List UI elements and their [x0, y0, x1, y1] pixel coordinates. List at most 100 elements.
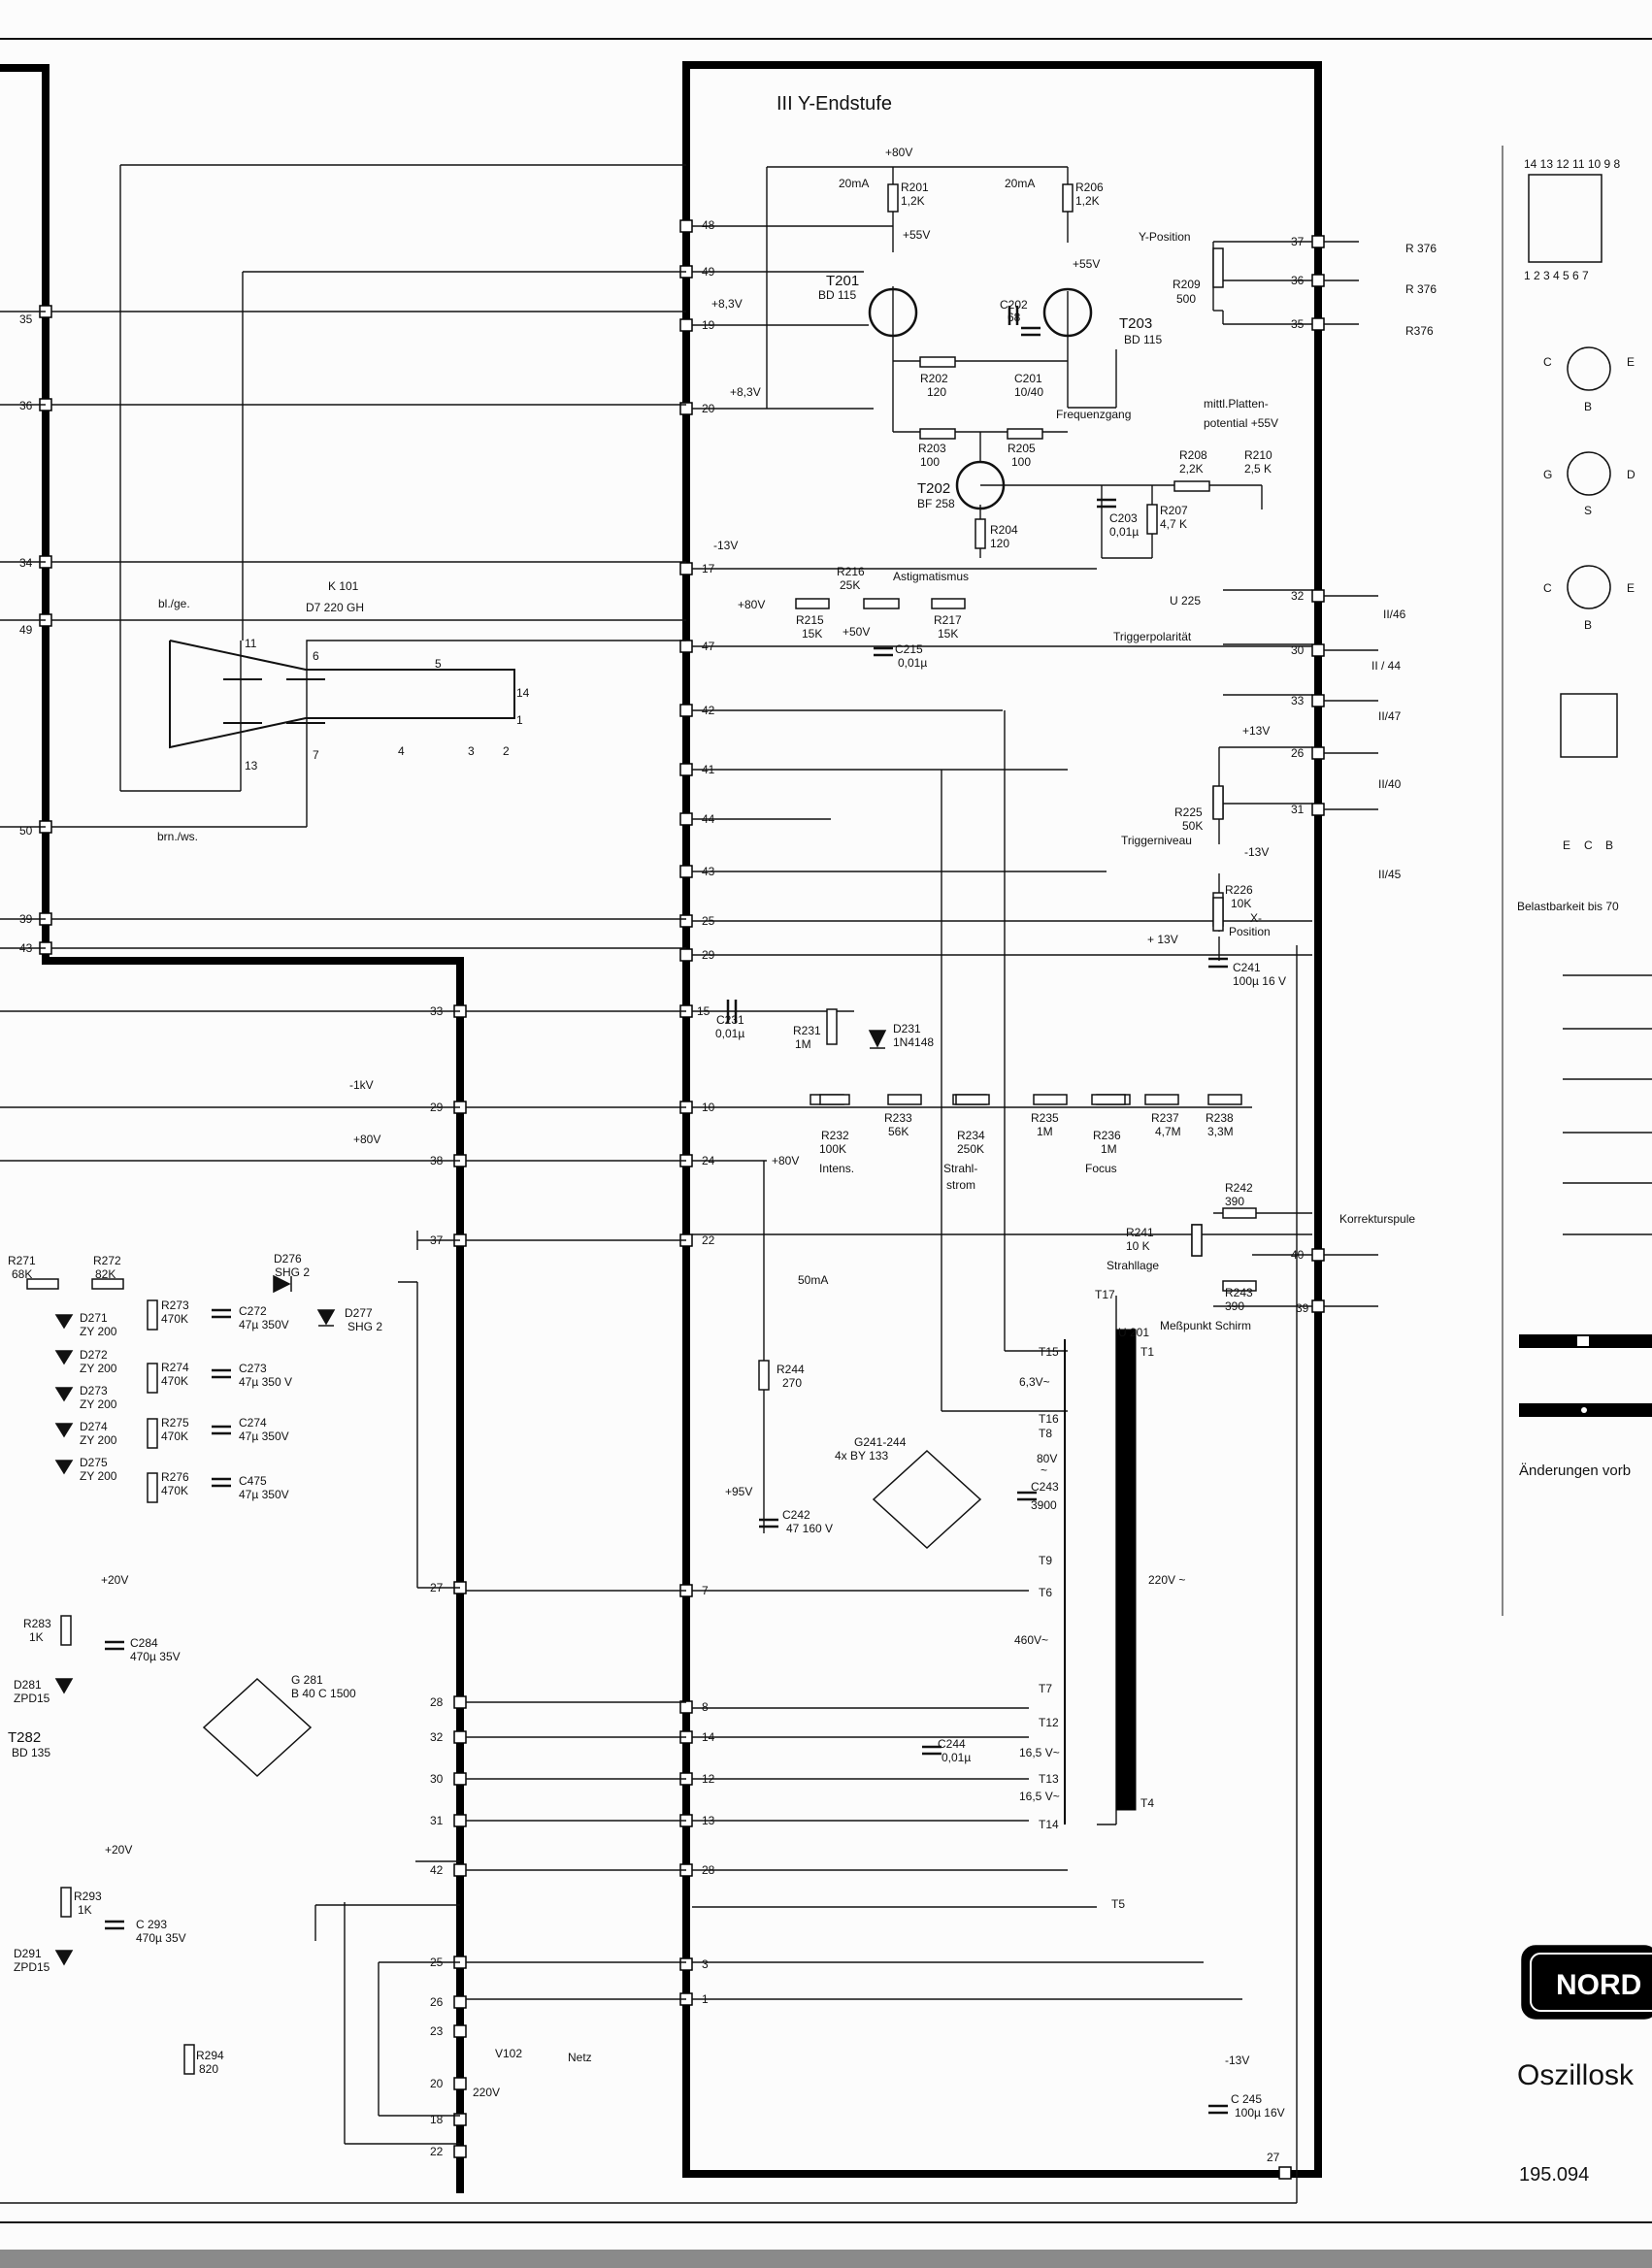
transistors [868, 287, 1093, 510]
component-ref: R235 [1031, 1111, 1059, 1125]
supply-label: +95V [725, 1485, 752, 1498]
component-ref: D281 [14, 1678, 42, 1692]
transformer-tap: T14 [1039, 1818, 1059, 1831]
pin-number: 12 [702, 1772, 715, 1786]
annotation-text: Focus [1085, 1162, 1117, 1175]
component-ref: R215 [796, 613, 824, 627]
component-ref: D271 [80, 1311, 108, 1325]
component-ref: R276 [161, 1470, 189, 1484]
component-value: ZY 200 [80, 1469, 117, 1483]
component-ref: R294 [196, 2049, 224, 2062]
brand-name: NORD [1556, 1969, 1641, 2001]
pin-number: 42 [430, 1863, 444, 1877]
supply-label: -13V [1225, 2054, 1249, 2067]
component-value: BD 115 [818, 288, 856, 302]
page-frame [0, 38, 1652, 2223]
pin-number: 50 [19, 824, 33, 838]
pin-number: 3 [702, 1957, 709, 1971]
component-ref: C231 [716, 1013, 744, 1027]
pin-number: 27 [1267, 2151, 1280, 2164]
component-value: 68K [12, 1267, 32, 1281]
side-panel-graphics [1521, 174, 1652, 2020]
pin-number: 20 [702, 402, 715, 415]
component-value: 100 [920, 455, 940, 469]
component-ref: R271 [8, 1254, 36, 1267]
wiring [0, 164, 1378, 2204]
component-ref: R231 [793, 1024, 821, 1037]
current-label: 50mA [798, 1273, 828, 1287]
pin-number: 8 [702, 1700, 709, 1714]
component-value: 47µ 350 V [239, 1375, 292, 1389]
component-value: 4,7M [1155, 1125, 1181, 1138]
component-value: 47 160 V [786, 1522, 833, 1535]
supply-label: +55V [903, 228, 930, 242]
component-ref: R216 [837, 565, 865, 578]
pin-number: 32 [430, 1730, 444, 1744]
component-ref: D276 [274, 1252, 302, 1265]
component-value: 820 [199, 2062, 218, 2076]
pinout-label: C [1543, 581, 1552, 595]
component-ref: R206 [1075, 181, 1104, 194]
board-outlines [0, 61, 1322, 2193]
component-ref: R238 [1206, 1111, 1234, 1125]
component-ref: C274 [239, 1416, 267, 1430]
external-ref: R 376 [1405, 282, 1437, 296]
component-ref: R204 [990, 523, 1018, 537]
component-ref: R244 [776, 1363, 805, 1376]
scan-edge [0, 2250, 1652, 2268]
pin-number: 31 [1291, 803, 1305, 816]
component-ref: R236 [1093, 1129, 1121, 1142]
pin-number: 39 [19, 912, 33, 926]
component-ref: R210 [1244, 448, 1272, 462]
external-ref: II/47 [1378, 709, 1402, 723]
component-value: 470K [161, 1430, 188, 1443]
component-value: 100 [1011, 455, 1031, 469]
component-ref: C284 [130, 1636, 158, 1650]
annotation-text: Astigmatismus [893, 570, 969, 583]
annotation-text: mittl.Platten- [1204, 397, 1269, 411]
component-value: SHG 2 [275, 1265, 310, 1279]
supply-label: +20V [105, 1843, 132, 1857]
pin-number: 26 [1291, 746, 1305, 760]
pin-number: 47 [702, 640, 715, 653]
pin-number: 20 [430, 2077, 444, 2090]
component-value: 56K [888, 1125, 909, 1138]
component-value: 47µ 350V [239, 1430, 289, 1443]
component-value: 1N4148 [893, 1035, 934, 1049]
component-value: 2,5 K [1244, 462, 1272, 476]
transformer-tap: 460V~ [1014, 1633, 1048, 1647]
component-value: 1M [1037, 1125, 1053, 1138]
transformer-tap: T13 [1039, 1772, 1059, 1786]
pin-number: 36 [1291, 274, 1305, 287]
transformer-tap: T4 [1140, 1796, 1154, 1810]
component-ref: R202 [920, 372, 948, 385]
pin-number: 28 [702, 1863, 715, 1877]
pin-number: 19 [702, 318, 715, 332]
pin-number: 14 [702, 1730, 715, 1744]
crt-pin: 2 [503, 744, 510, 758]
component-ref: R272 [93, 1254, 121, 1267]
component-ref: K 101 [328, 579, 359, 593]
component-ref: C243 [1031, 1480, 1059, 1494]
pinout-label: E [1627, 581, 1635, 595]
component-value: 25K [840, 578, 860, 592]
pinout-label: G [1543, 468, 1552, 481]
crt-pin: 6 [313, 649, 319, 663]
supply-label: +20V [101, 1573, 128, 1587]
component-value: 470µ 35V [136, 1931, 186, 1945]
component-value: 120 [990, 537, 1009, 550]
annotation-text: U 225 [1170, 594, 1201, 608]
external-ref: II/40 [1378, 777, 1402, 791]
transformer-tap: T5 [1111, 1897, 1125, 1911]
transformer-tap: T6 [1039, 1586, 1052, 1599]
load-rating-text: Belastbarkeit bis 70 [1517, 900, 1619, 913]
pin-number: 35 [1291, 317, 1305, 331]
annotation-text: brn./ws. [157, 830, 198, 843]
component-ref: C203 [1109, 511, 1138, 525]
pin-number: 40 [1291, 1248, 1305, 1262]
rectifier-bridges [202, 1449, 982, 1778]
component-value: 47µ 350V [239, 1488, 289, 1501]
component-value: BF 258 [917, 497, 955, 510]
pinout-label: E [1627, 355, 1635, 369]
